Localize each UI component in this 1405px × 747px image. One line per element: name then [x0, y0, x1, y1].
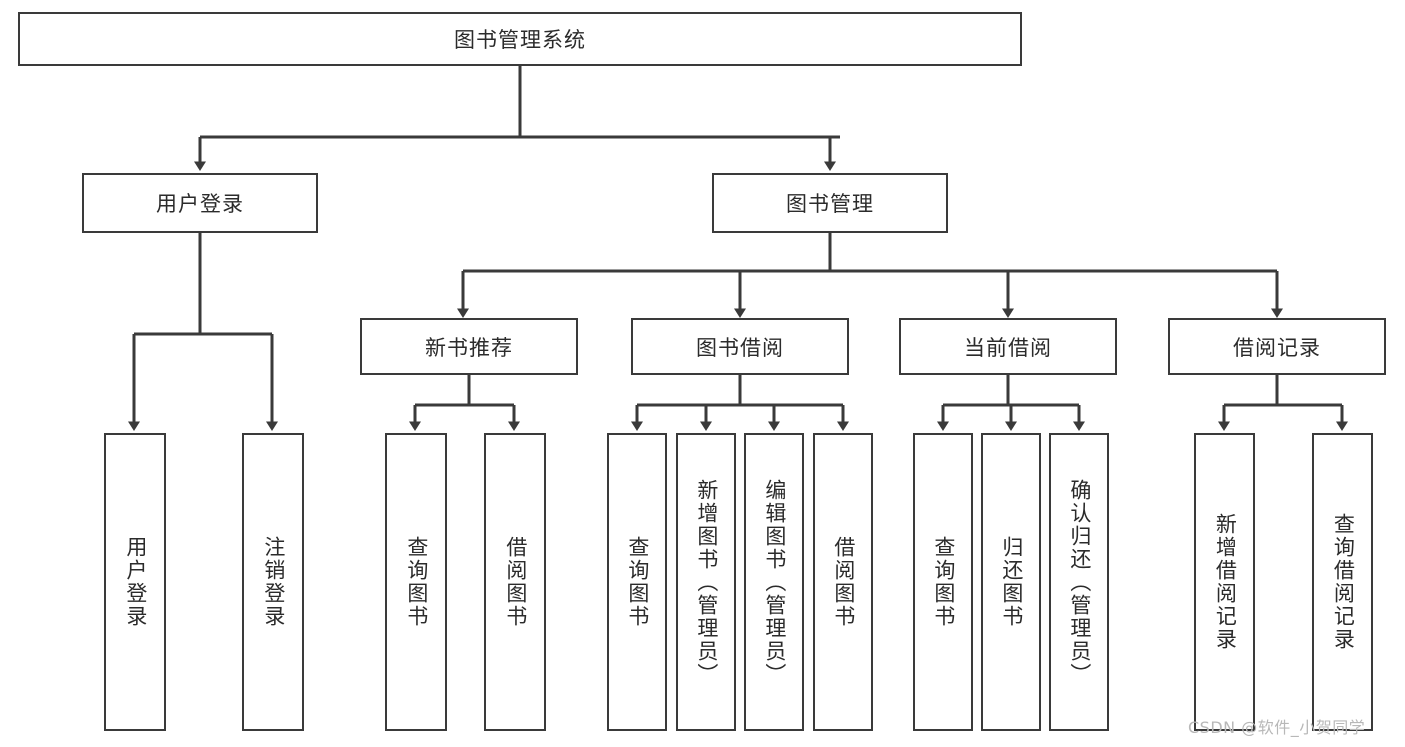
node-label: 借阅图书 [831, 536, 856, 628]
leaf-current-query-book[interactable]: 查询图书 [913, 433, 973, 731]
node-label: 借阅图书 [503, 536, 528, 628]
node-new-book-recommend[interactable]: 新书推荐 [360, 318, 578, 375]
watermark-text: CSDN @软件_小贺同学 [1188, 718, 1366, 737]
node-label: 当前借阅 [964, 335, 1052, 360]
leaf-user-login-login[interactable]: 用户登录 [104, 433, 166, 731]
node-label: 查询借阅记录 [1331, 513, 1356, 651]
node-book-borrow[interactable]: 图书借阅 [631, 318, 849, 375]
node-label: 注销登录 [261, 536, 286, 628]
leaf-new-book-query[interactable]: 查询图书 [385, 433, 447, 731]
node-label: 归还图书 [999, 536, 1024, 628]
leaf-borrow-edit-book[interactable]: 编辑图书（管理员） [744, 433, 804, 731]
node-label: 查询图书 [625, 536, 650, 628]
node-label: 新书推荐 [425, 335, 513, 360]
node-root-system[interactable]: 图书管理系统 [18, 12, 1022, 66]
node-label: 新增借阅记录 [1213, 513, 1238, 651]
leaf-current-confirm-return[interactable]: 确认归还（管理员） [1049, 433, 1109, 731]
node-label: 用户登录 [123, 536, 148, 628]
node-user-login[interactable]: 用户登录 [82, 173, 318, 233]
node-label: 用户登录 [156, 192, 244, 216]
leaf-current-return-book[interactable]: 归还图书 [981, 433, 1041, 731]
node-label: 借阅记录 [1233, 335, 1321, 360]
node-book-management[interactable]: 图书管理 [712, 173, 948, 233]
leaf-borrow-add-book[interactable]: 新增图书（管理员） [676, 433, 736, 731]
node-label: 图书借阅 [696, 335, 784, 360]
node-label: 图书管理 [786, 192, 874, 216]
leaf-borrow-borrow-book[interactable]: 借阅图书 [813, 433, 873, 731]
node-label: 查询图书 [931, 536, 956, 628]
node-label: 新增图书（管理员） [694, 478, 719, 686]
leaf-user-login-logout[interactable]: 注销登录 [242, 433, 304, 731]
leaf-record-add[interactable]: 新增借阅记录 [1194, 433, 1255, 731]
node-label: 确认归还（管理员） [1067, 478, 1092, 686]
node-borrow-record[interactable]: 借阅记录 [1168, 318, 1386, 375]
leaf-borrow-query-book[interactable]: 查询图书 [607, 433, 667, 731]
node-current-borrow[interactable]: 当前借阅 [899, 318, 1117, 375]
node-label: 编辑图书（管理员） [762, 478, 787, 686]
leaf-new-book-borrow[interactable]: 借阅图书 [484, 433, 546, 731]
leaf-record-query[interactable]: 查询借阅记录 [1312, 433, 1373, 731]
node-label: 图书管理系统 [454, 28, 586, 52]
node-label: 查询图书 [404, 536, 429, 628]
